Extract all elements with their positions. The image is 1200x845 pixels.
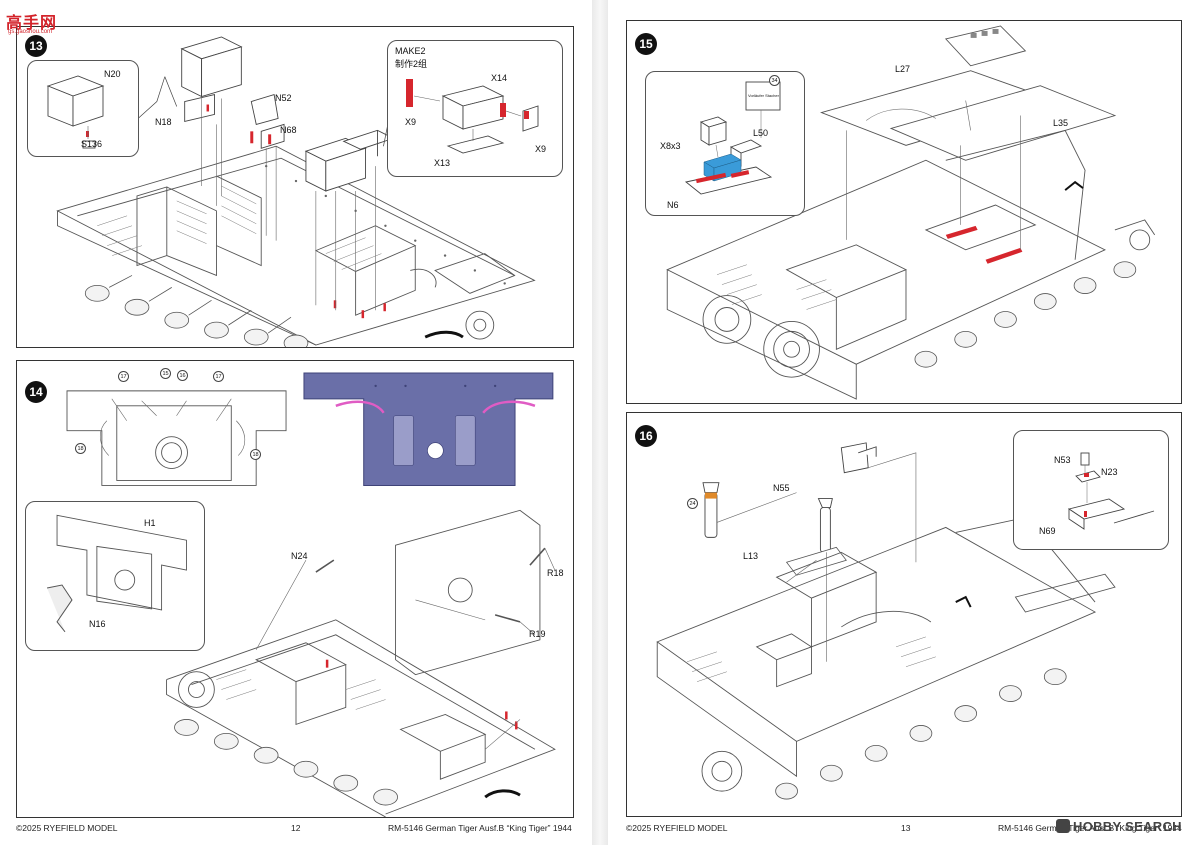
make2-title: MAKE2 (395, 46, 426, 56)
instruction-page-left: 13 (0, 0, 592, 845)
callout-17-left: 17 (118, 371, 129, 382)
part-label-x9-right: X9 (535, 144, 547, 154)
callout-34: 34 (769, 75, 780, 86)
step-16-inset-n69 (1013, 430, 1169, 550)
part-label-n6: N6 (667, 200, 679, 210)
part-label-l35: L35 (1053, 118, 1069, 128)
sticker-vorlaufer: Vorläufer Stacher (748, 93, 779, 98)
part-label-x14: X14 (491, 73, 508, 83)
page-number-right: 13 (901, 823, 911, 833)
instruction-page-right: 15 (608, 0, 1200, 845)
n20-box-drawing (46, 75, 105, 149)
footer-kit-title-left: RM-5146 German Tiger Ausf.B “King Tiger”… (388, 823, 572, 833)
part-label-x13: X13 (434, 158, 451, 168)
hobby-search-logo: HOBBY SEARCH (1056, 816, 1182, 836)
page-gutter (592, 0, 608, 845)
step-13-panel: 13 (16, 26, 574, 348)
part-label-n53: N53 (1054, 455, 1071, 465)
callout-17-right: 17 (213, 371, 224, 382)
footer-copyright-left: ©2025 RYEFIELD MODEL (16, 823, 118, 833)
n6-assembly-drawing (684, 81, 781, 195)
step-13-drawing (56, 36, 536, 347)
site-watermark-url: gs.gaoshou.com (8, 29, 53, 35)
site-watermark-logo: 高手网 (6, 10, 70, 32)
part-label-s136: S136 (81, 139, 103, 149)
callout-24: 24 (687, 498, 698, 509)
part-label-x9-left: X9 (405, 117, 417, 127)
part-label-r18: R18 (547, 568, 564, 578)
step-16-panel: 16 (626, 412, 1182, 817)
step-14-drawing (46, 372, 556, 817)
step-13-inset-n20 (27, 60, 139, 157)
step-15-panel: 15 (626, 20, 1182, 404)
step-15-inset-n6 (645, 71, 805, 216)
part-label-n69: N69 (1039, 526, 1056, 536)
footer-kit-title-right: RM-5146 German Tiger Ausf.B “King Tiger”… (998, 823, 1182, 833)
make2-drawing (406, 79, 539, 154)
part-label-h1: H1 (144, 518, 156, 528)
part-label-n20: N20 (104, 69, 121, 79)
step-14-inset-h1 (25, 501, 205, 651)
n69-assembly-drawing (1067, 452, 1155, 530)
part-label-l27: L27 (895, 64, 911, 74)
footer-copyright-right: ©2025 RYEFIELD MODEL (626, 823, 728, 833)
part-label-x8x3: X8x3 (660, 141, 681, 151)
part-label-n23: N23 (1101, 467, 1118, 477)
part-label-n52: N52 (275, 93, 292, 103)
step-16-badge: 16 (635, 425, 657, 447)
step-15-drawing (666, 25, 1156, 400)
part-label-n55: N55 (773, 483, 790, 493)
hobby-search-text: HOBBY SEARCH (1073, 818, 1182, 834)
step-16-drawing (656, 442, 1116, 800)
part-label-n24: N24 (291, 551, 308, 561)
part-label-l50: L50 (753, 128, 769, 138)
step-13-badge: 13 (25, 35, 47, 57)
site-watermark-text: 高手网 (6, 15, 58, 32)
page-number-left: 12 (291, 823, 301, 833)
part-label-l13: L13 (743, 551, 759, 561)
step-15-badge: 15 (635, 33, 657, 55)
step-14-panel: 14 (16, 360, 574, 818)
part-label-n68: N68 (280, 125, 297, 135)
callout-18-right: 18 (250, 449, 261, 460)
callout-15: 15 (160, 368, 171, 379)
step-14-badge: 14 (25, 381, 47, 403)
make2-subtitle: 制作2组 (395, 59, 428, 69)
part-label-r19: R19 (529, 629, 546, 639)
callout-18-left: 18 (75, 443, 86, 454)
part-label-n18: N18 (155, 117, 172, 127)
part-label-n16: N16 (89, 619, 106, 629)
step-13-make2-box (387, 40, 563, 177)
callout-16: 16 (177, 370, 188, 381)
hobby-search-mark-icon (1056, 819, 1070, 833)
